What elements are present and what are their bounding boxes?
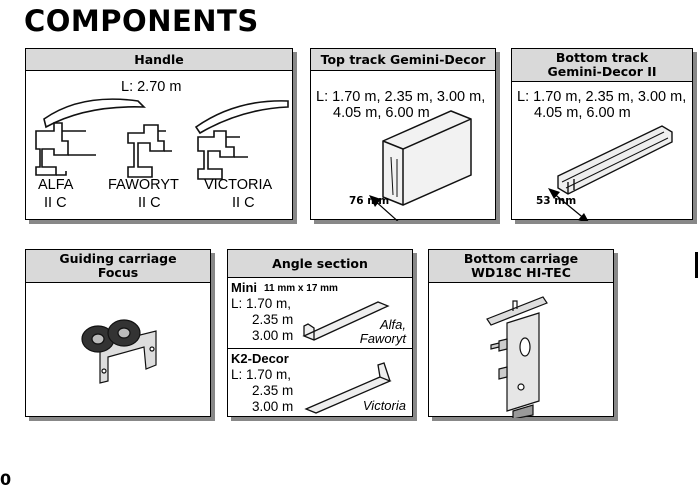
angle-mini-name: Mini xyxy=(231,280,257,295)
guiding-carriage-card: Guiding carriage Focus xyxy=(25,249,211,417)
handle-profile-faworyt-name: FAWORYT xyxy=(108,177,179,193)
angle-section-card: Angle section Mini 11 mm x 17 mm L: 1.70… xyxy=(227,249,413,417)
handle-profile-victoria-sub: II C xyxy=(232,195,255,211)
top-track-card: Top track Gemini-Decor L: 1.70 m, 2.35 m… xyxy=(310,48,496,221)
bottom-carriage-drawing xyxy=(486,296,548,418)
top-track-lengths-line2: 4.05 m, 6.00 m xyxy=(333,105,430,121)
bottom-carriage-header-line2: WD18C HI-TEC xyxy=(471,265,571,280)
handle-header: Handle xyxy=(26,49,292,71)
handle-profiles-drawing xyxy=(35,98,289,180)
guiding-carriage-header-line1: Guiding carriage xyxy=(59,251,177,266)
bottom-carriage-card: Bottom carriage WD18C HI-TEC xyxy=(428,249,614,418)
bottom-track-lengths-line1: L: 1.70 m, 2.35 m, 3.00 m, xyxy=(517,89,687,105)
guiding-carriage-drawing xyxy=(81,319,157,384)
angle-k2-drawing xyxy=(304,362,392,414)
angle-mini-label-line1: Alfa, xyxy=(379,317,406,332)
angle-section-header: Angle section xyxy=(228,250,412,278)
page-number: 0 xyxy=(0,470,12,489)
handle-profile-victoria-name: VICTORIA xyxy=(204,177,273,193)
top-track-header: Top track Gemini-Decor xyxy=(311,49,495,71)
bottom-carriage-header: Bottom carriage WD18C HI-TEC xyxy=(429,250,613,283)
handle-card: Handle L: 2.70 m ALFA II C FAWORYT II C … xyxy=(25,48,293,220)
angle-mini-length-3: 3.00 m xyxy=(252,328,294,343)
angle-k2-name: K2-Decor xyxy=(231,351,289,366)
page-title: COMPONENTS xyxy=(24,4,259,38)
guiding-carriage-header: Guiding carriage Focus xyxy=(26,250,210,283)
bottom-track-lengths-line2: 4.05 m, 6.00 m xyxy=(534,105,631,121)
angle-k2-label: Victoria xyxy=(362,398,406,413)
guiding-carriage-header-line2: Focus xyxy=(97,265,139,280)
handle-profile-alfa-name: ALFA xyxy=(38,177,74,193)
bottom-track-drawing xyxy=(548,125,673,221)
angle-k2-length-3: 3.00 m xyxy=(252,399,294,414)
angle-mini-drawing xyxy=(302,301,390,341)
angle-k2-section: K2-Decor L: 1.70 m, 2.35 m 3.00 m Victor… xyxy=(228,349,412,416)
bottom-track-dimension: 53 mm xyxy=(536,195,577,207)
top-track-drawing xyxy=(369,110,472,221)
bottom-track-header-line1: Bottom track xyxy=(555,50,649,65)
handle-profile-alfa-sub: II C xyxy=(44,195,67,211)
handle-length: L: 2.70 m xyxy=(121,79,182,95)
bottom-track-header: Bottom track Gemini-Decor II xyxy=(512,49,692,82)
angle-mini-label-line2: Faworyt xyxy=(359,331,406,346)
bottom-track-card: Bottom track Gemini-Decor II L: 1.70 m, … xyxy=(511,48,693,221)
angle-mini-length-2: 2.35 m xyxy=(252,312,294,327)
angle-k2-length-1: L: 1.70 m, xyxy=(231,367,292,382)
angle-mini-length-1: L: 1.70 m, xyxy=(231,296,292,311)
bottom-carriage-header-line1: Bottom carriage xyxy=(463,251,579,266)
edge-mark xyxy=(695,252,698,278)
angle-mini-size: 11 mm x 17 mm xyxy=(264,283,338,294)
bottom-track-header-line2: Gemini-Decor II xyxy=(547,64,657,79)
angle-k2-length-2: 2.35 m xyxy=(252,383,294,398)
handle-profile-faworyt-sub: II C xyxy=(138,195,161,211)
angle-mini-section: Mini 11 mm x 17 mm L: 1.70 m, 2.35 m 3.0… xyxy=(228,278,412,349)
top-track-dimension: 76 mm xyxy=(349,195,390,207)
top-track-lengths-line1: L: 1.70 m, 2.35 m, 3.00 m, xyxy=(316,89,486,105)
